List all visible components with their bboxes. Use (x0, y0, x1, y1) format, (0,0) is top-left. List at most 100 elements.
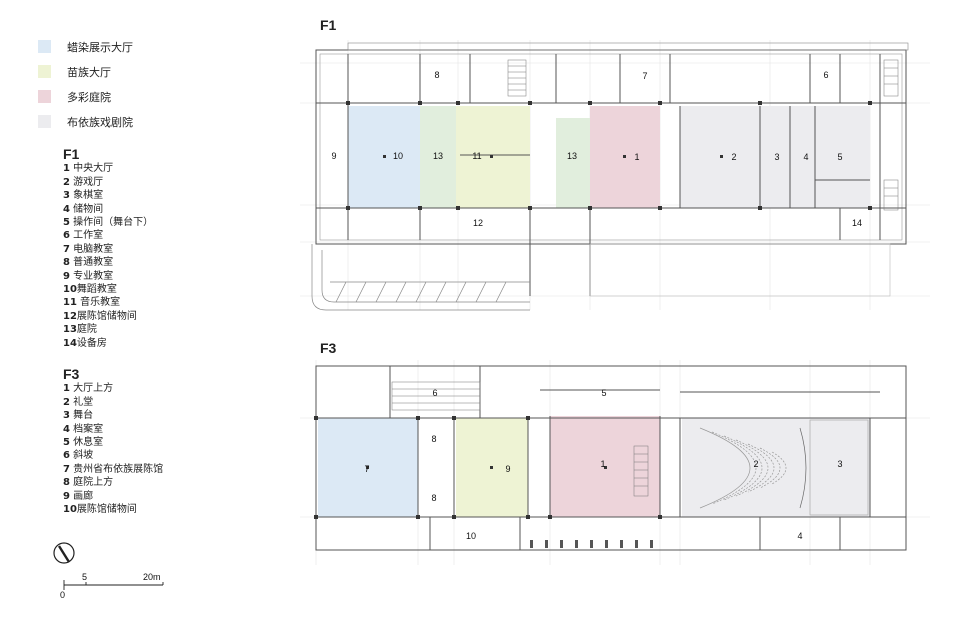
f3-zone-auditorium (682, 418, 870, 517)
f1-stairs (507, 59, 899, 211)
legend-swatch (38, 65, 51, 78)
f3-list-title: F3 (63, 366, 80, 382)
f1-columns (346, 101, 872, 210)
room-entry: 8 普通教室 (63, 256, 153, 269)
f1-label: 13 (567, 151, 577, 161)
room-name: 电脑教室 (73, 243, 114, 255)
scale-bar: 5 20m 0 (60, 572, 164, 600)
legend: 蜡染展示大厅 苗族大厅 多彩庭院 布依族戏剧院 (38, 34, 133, 134)
scale-label-mid: 5 (82, 572, 87, 582)
legend-item-miao-hall: 苗族大厅 (38, 59, 133, 84)
room-name: 贵州省布依族展陈馆 (73, 463, 164, 475)
room-entry: 11 音乐教室 (63, 296, 153, 309)
f1-plan-title: F1 (320, 17, 337, 33)
f1-ramp (311, 244, 530, 311)
legend-label: 苗族大厅 (67, 65, 111, 79)
f3-label: 6 (432, 388, 437, 398)
room-name: 象棋室 (73, 190, 104, 202)
f1-zone-theater (680, 106, 870, 208)
legend-item-courtyard: 多彩庭院 (38, 84, 133, 109)
legend-item-batik-hall: 蜡染展示大厅 (38, 34, 133, 59)
f1-label: 7 (642, 71, 647, 81)
room-name: 庭院上方 (73, 477, 114, 489)
room-name: 休息室 (73, 437, 104, 449)
f3-lower-columns (530, 540, 653, 548)
f3-plan: 6 5 8 8 7 9 1 2 3 10 4 (300, 360, 930, 565)
f3-label: 2 (753, 459, 758, 469)
f3-room-labels: 6 5 8 8 7 9 1 2 3 10 4 (364, 388, 842, 541)
room-num: 11 (63, 297, 77, 309)
room-num: 6 (63, 230, 70, 242)
room-name: 斜坡 (73, 450, 94, 462)
f3-label: 4 (797, 531, 802, 541)
f1-label: 13 (433, 151, 443, 161)
room-name: 档案室 (73, 423, 104, 435)
room-name: 操作间（舞台下） (73, 217, 154, 229)
f3-label: 8 (431, 493, 436, 503)
room-num: 7 (63, 463, 70, 475)
north-arrow-icon (53, 542, 75, 564)
f1-list-title: F1 (63, 146, 80, 162)
scale-label-zero: 0 (60, 590, 65, 600)
f1-label: 12 (473, 218, 483, 228)
f3-label: 8 (431, 434, 436, 444)
room-entry: 6 工作室 (63, 229, 153, 242)
room-num: 13 (63, 324, 77, 336)
f1-label: 2 (731, 152, 736, 162)
room-num: 4 (63, 423, 70, 435)
room-entry: 10舞蹈教室 (63, 283, 153, 296)
f3-label: 5 (601, 388, 606, 398)
room-name: 储物间 (73, 203, 104, 215)
f1-label: 1 (634, 152, 639, 162)
room-name: 礼堂 (73, 396, 94, 408)
room-name: 设备房 (76, 337, 107, 349)
room-entry: 7 电脑教室 (63, 243, 153, 256)
f1-zone-courtyard-13a (420, 106, 456, 208)
room-entry: 1 中央大厅 (63, 162, 153, 175)
f3-auditorium-seating (699, 419, 869, 516)
room-name: 大厅上方 (73, 383, 114, 395)
f3-hall-stair (633, 445, 649, 497)
room-num: 5 (63, 217, 70, 229)
f1-label: 14 (852, 218, 862, 228)
f1-label: 3 (774, 152, 779, 162)
room-entry: 13庭院 (63, 323, 153, 336)
room-entry: 4 档案室 (63, 423, 163, 436)
f1-label: 5 (837, 152, 842, 162)
room-name: 专业教室 (73, 270, 114, 282)
room-name: 展陈馆储物间 (76, 310, 137, 322)
f3-plan-title: F3 (320, 340, 337, 356)
f1-room-list: F1 1 中央大厅 2 游戏厅 3 象棋室 4 储物间 5 操作间（舞台下） 6… (63, 146, 154, 350)
f3-label: 9 (505, 464, 510, 474)
room-num: 1 (63, 163, 70, 175)
room-entry: 4 储物间 (63, 203, 153, 216)
room-num: 3 (63, 190, 70, 202)
f1-room-labels: 8 7 6 9 10 13 11 13 1 2 3 4 5 12 14 (331, 70, 862, 228)
f1-label: 4 (803, 152, 808, 162)
f3-label: 7 (364, 464, 369, 474)
room-num: 8 (63, 477, 70, 489)
room-name: 中央大厅 (73, 163, 114, 175)
room-num: 10 (63, 284, 77, 296)
f1-plan: 8 7 6 9 10 13 11 13 1 2 3 4 5 12 14 (300, 40, 930, 311)
legend-label: 布依族戏剧院 (67, 115, 133, 129)
legend-swatch (38, 115, 51, 128)
f1-label: 10 (393, 151, 403, 161)
legend-swatch (38, 40, 51, 53)
room-entry: 12展陈馆储物间 (63, 310, 153, 323)
f3-label: 3 (837, 459, 842, 469)
room-num: 8 (63, 257, 70, 269)
room-name: 舞台 (73, 410, 94, 422)
room-entry: 10展陈馆储物间 (63, 503, 163, 516)
legend-swatch (38, 90, 51, 103)
f1-label: 11 (472, 151, 481, 161)
f3-label: 1 (600, 459, 605, 469)
room-name: 展陈馆储物间 (76, 504, 137, 516)
f1-lower-wing (589, 243, 891, 297)
room-entry: 14设备房 (63, 337, 153, 350)
room-entry: 5 休息室 (63, 436, 163, 449)
room-entry: 7 贵州省布依族展陈馆 (63, 463, 163, 476)
f1-label: 9 (331, 151, 336, 161)
room-entry: 2 游戏厅 (63, 176, 153, 189)
